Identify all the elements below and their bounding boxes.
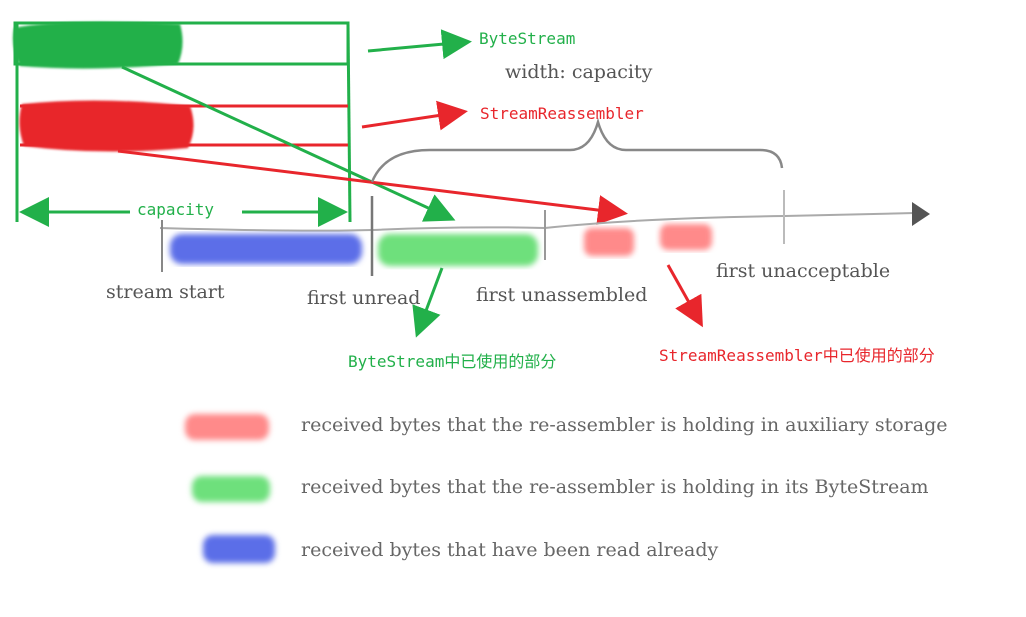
legend-text-bytestream: received bytes that the re-assembler is … — [301, 476, 929, 498]
stream-start-label: stream start — [106, 281, 225, 303]
window-brace — [370, 117, 784, 183]
legend-swatch-read — [203, 535, 275, 563]
reassembler-fill — [19, 100, 194, 152]
first-unread-label: first unread — [307, 287, 421, 309]
reassembler-used-arrow — [666, 264, 703, 328]
reassembler-arrow — [361, 100, 468, 131]
bytestream-region — [378, 234, 538, 266]
bytestream-label: ByteStream — [479, 29, 576, 48]
legend-swatch-auxiliary — [185, 414, 269, 440]
bytestream-used-label: ByteStream中已使用的部分 — [348, 352, 557, 371]
capacity-right-bound — [346, 22, 352, 223]
green-diagonal-arrow — [121, 65, 456, 222]
bytestream-fill — [12, 21, 183, 69]
stream-reassembler-label: StreamReassembler — [480, 104, 644, 123]
legend-text-auxiliary: received bytes that the re-assembler is … — [301, 414, 948, 436]
timeline-arrowhead — [912, 202, 930, 226]
timeline-line — [159, 212, 916, 232]
bytestream-arrow — [367, 29, 472, 60]
first-unassembled-label: first unassembled — [476, 284, 648, 306]
legend-text-read: received bytes that have been read alrea… — [301, 539, 719, 561]
auxiliary-region-2 — [660, 224, 712, 250]
first-unacceptable-label: first unacceptable — [716, 260, 891, 282]
red-diagonal-arrow — [117, 149, 628, 225]
bytestream-used-arrow — [412, 267, 444, 338]
reassembler-used-label: StreamReassembler中已使用的部分 — [659, 346, 935, 365]
read-region — [170, 234, 362, 264]
width-capacity-label: width: capacity — [505, 61, 653, 83]
auxiliary-region-1 — [584, 228, 634, 256]
capacity-label: capacity — [137, 200, 215, 219]
legend-swatch-bytestream — [192, 476, 270, 502]
